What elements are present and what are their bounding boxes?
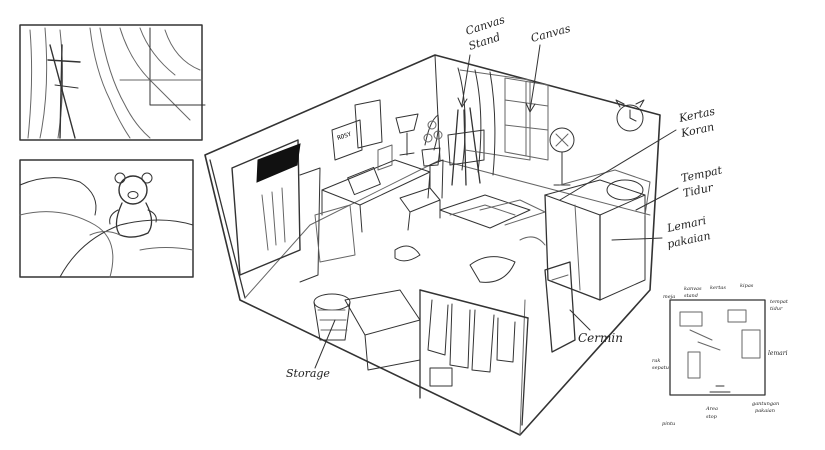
desk (321, 144, 431, 233)
wall-sign: ROSY (331, 119, 363, 161)
fp-label-pakaian: pakaian (755, 408, 775, 414)
mirror (544, 261, 576, 353)
clothing-rack (419, 289, 529, 426)
label-tempat-tidur-2: Tidur (682, 181, 715, 200)
fp-label-stand: stand (684, 293, 698, 299)
arrow-lemari-pakaian (611, 237, 663, 241)
label-tempat-tidur-1: Tempat (680, 163, 724, 184)
storage-box (344, 289, 421, 371)
newspapers (439, 194, 546, 229)
bed (559, 169, 651, 216)
chair (399, 159, 444, 231)
arrow-cermin (569, 309, 591, 331)
isometric-room: ROSY (204, 54, 661, 436)
fp-label-kipas: kipas (740, 283, 754, 289)
fp-label-pintu: pintu (662, 421, 675, 427)
arrow-canvas (525, 44, 541, 113)
fp-label-kertas: kertas (710, 285, 726, 291)
window (457, 67, 549, 176)
lamp (395, 113, 419, 156)
clothes-pile (469, 256, 516, 283)
fp-label-meja: meja (663, 294, 675, 300)
arrow-tempat-tidur (635, 187, 679, 211)
fp-label-tidur: tidur (770, 306, 783, 312)
plant (421, 114, 443, 167)
floor-plan: meja kanvas stand kertas kipas tempat ti… (652, 283, 789, 427)
label-cermin: Cermin (578, 331, 623, 345)
arrow-canvas-stand (457, 54, 471, 108)
arrow-storage (314, 319, 336, 369)
door (231, 139, 321, 283)
thumbnail-teddy-bear (19, 159, 194, 278)
fp-label-sepatu: sepatu (652, 365, 669, 371)
fp-label-tempat: tempat (770, 299, 789, 305)
label-canvas: Canvas (529, 22, 572, 45)
fp-label-area: Area (705, 406, 718, 412)
fp-label-kanvas: kanvas (684, 286, 702, 292)
fp-label-rak: rak (652, 358, 660, 364)
label-storage: Storage (286, 367, 330, 380)
fp-label-gantungan: gantungan (752, 401, 779, 407)
thumbnail-curtains (19, 24, 206, 141)
fp-label-lemari: lemari (768, 350, 788, 357)
sign-text: ROSY (336, 131, 352, 142)
storage-basket (313, 293, 351, 341)
fp-label-stop: stop (706, 414, 718, 420)
wardrobe (544, 179, 646, 301)
annotations: Canvas Stand Canvas Kertas Koran Tempat … (286, 13, 724, 380)
shelf (314, 204, 356, 263)
wall-clock (615, 99, 645, 132)
arrow-kertas-koran (559, 129, 677, 201)
fan (549, 127, 575, 186)
canvas-stand (447, 107, 485, 186)
